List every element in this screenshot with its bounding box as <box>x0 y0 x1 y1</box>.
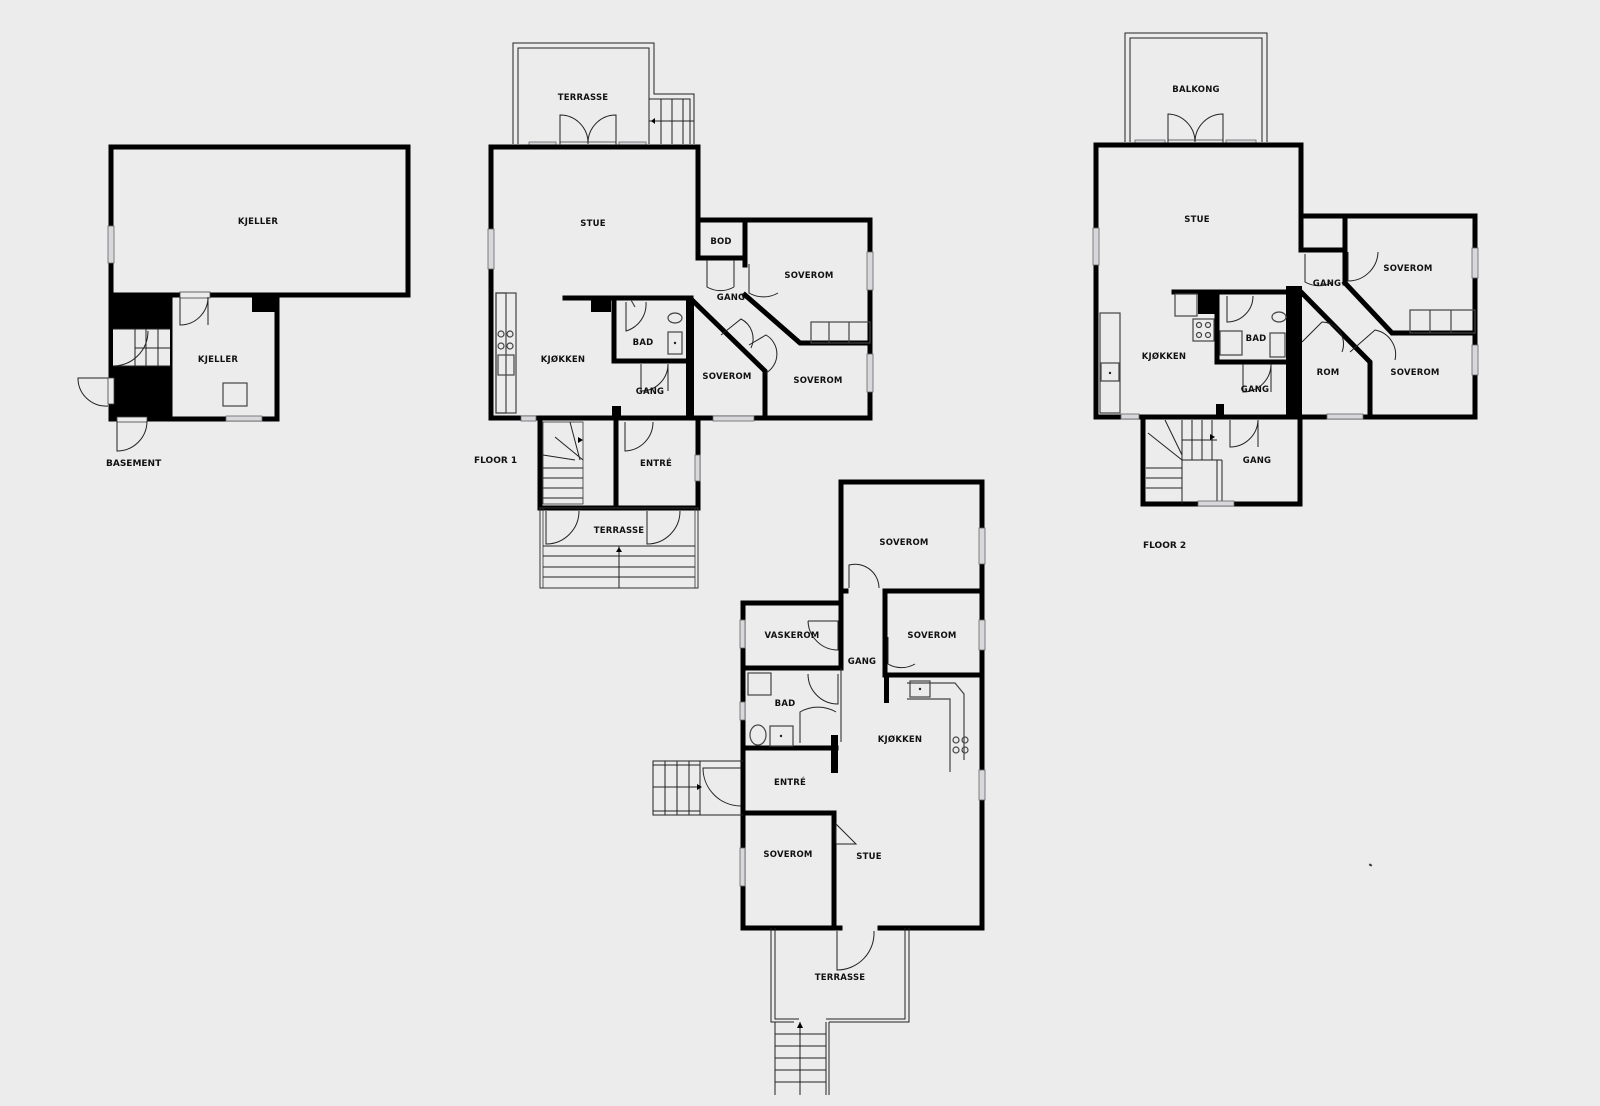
room-label-entre: ENTRÉ <box>639 459 673 469</box>
room-label-terrasse-top: TERRASSE <box>557 93 609 103</box>
room-label-soverom-2: SOVEROM <box>907 631 957 641</box>
room-label-gang-2: GANG <box>1240 385 1270 395</box>
room-label-soverom-3: SOVEROM <box>763 850 813 860</box>
room-label-entre: ENTRÉ <box>773 778 807 788</box>
room-label-soverom-2: SOVEROM <box>1390 368 1440 378</box>
floor2-plan <box>1092 32 1479 507</box>
room-label-gang-2: GANG <box>635 387 665 397</box>
room-label-gang-3: GANG <box>1242 456 1272 466</box>
room-label-stue: STUE <box>1184 215 1210 225</box>
room-label-soverom-2: SOVEROM <box>702 372 752 382</box>
room-label-stue: STUE <box>580 219 606 229</box>
room-label-terrasse-bottom: TERRASSE <box>593 526 645 536</box>
basement-plan <box>77 144 411 452</box>
room-label-terrasse: TERRASSE <box>814 973 866 983</box>
ground-plan <box>652 479 986 1095</box>
floor1-plan <box>487 42 874 589</box>
room-label-kjokken: KJØKKEN <box>877 735 923 745</box>
room-label-balkong: BALKONG <box>1172 85 1220 95</box>
room-label-bad: BAD <box>774 699 796 709</box>
floor-title-floor2: FLOOR 2 <box>1143 541 1187 551</box>
room-label-soverom-1: SOVEROM <box>784 271 834 281</box>
room-label-gang-1: GANG <box>716 293 746 303</box>
room-label-soverom-3: SOVEROM <box>793 376 843 386</box>
room-label-soverom-1: SOVEROM <box>1383 264 1433 274</box>
room-label-bad: BAD <box>1245 334 1267 344</box>
room-label-gang-1: GANG <box>1312 279 1342 289</box>
room-label-kjokken: KJØKKEN <box>540 355 586 365</box>
room-label-stue: STUE <box>856 852 882 862</box>
room-label-rom: ROM <box>1316 368 1340 378</box>
room-label-kjeller-small: KJELLER <box>197 355 239 365</box>
room-label-soverom-1: SOVEROM <box>879 538 929 548</box>
room-label-vaskerom: VASKEROM <box>764 631 820 641</box>
room-label-gang: GANG <box>847 657 877 667</box>
floor-title-floor1: FLOOR 1 <box>474 456 518 466</box>
room-label-bod: BOD <box>710 237 732 247</box>
room-label-bad: BAD <box>632 338 654 348</box>
room-label-kjeller-large: KJELLER <box>237 217 279 227</box>
room-label-kjokken: KJØKKEN <box>1141 352 1187 362</box>
floor-title-basement: BASEMENT <box>106 459 162 469</box>
